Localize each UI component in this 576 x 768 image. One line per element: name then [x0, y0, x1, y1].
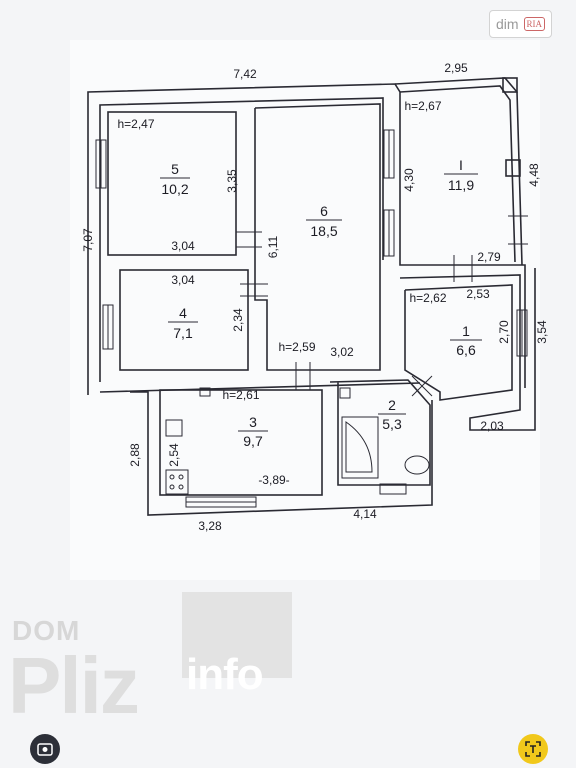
dim-h-balcony: h=2,67	[404, 99, 441, 113]
room-1-area: 6,6	[456, 342, 476, 358]
scan-text-button[interactable]	[518, 734, 548, 764]
room-labels: 5 10,2 6 18,5 I 11,9 4 7,1 1 6,6 3 9,7 2…	[160, 157, 482, 449]
watermark-dom: DOM	[12, 615, 81, 646]
windows	[95, 129, 528, 508]
dim-r6-bottom: 3,02	[330, 345, 354, 359]
dim-r3-bottom: -3,89-	[258, 473, 289, 487]
dim-r3-side: 2,54	[167, 443, 181, 467]
room-5-area: 10,2	[161, 181, 188, 197]
room-6-number: 6	[320, 203, 328, 219]
watermark-pliz: Pliz	[8, 641, 140, 730]
room-I-area: 11,9	[448, 177, 474, 193]
room-3-area: 9,7	[243, 433, 263, 449]
room-4-area: 7,1	[173, 325, 193, 341]
dim-r4-top: 3,04	[171, 273, 195, 287]
dim-bottom-left: 3,28	[198, 519, 222, 533]
dim-balcony-top: 2,95	[444, 61, 468, 75]
ria-logo: RIA	[523, 17, 545, 31]
dim-h-room3: h=2,61	[222, 388, 259, 402]
dim-h-room6: h=2,59	[278, 340, 315, 354]
dim-r1-width: 2,53	[466, 287, 490, 301]
fixtures	[165, 375, 433, 495]
room-4-number: 4	[179, 305, 187, 321]
gallery-button[interactable]	[30, 734, 60, 764]
badge-site: dim	[495, 16, 519, 32]
dim-h-room5: h=2,47	[117, 117, 154, 131]
dim-r1-top: 2,79	[477, 250, 501, 264]
tick-marks	[236, 215, 528, 390]
room-2-number: 2	[388, 397, 396, 413]
dim-bottom-right: 4,14	[353, 507, 377, 521]
room-3-number: 3	[249, 414, 257, 430]
dim-r5-bottom: 3,04	[171, 239, 195, 253]
gallery-icon	[37, 743, 53, 756]
dim-left-outer: 7,07	[81, 228, 95, 252]
dim-balcony-side: 4,48	[527, 163, 541, 187]
room-2-area: 5,3	[382, 416, 402, 432]
dim-r1-outer: 3,54	[535, 320, 549, 344]
watermark-info: info	[186, 650, 264, 699]
dim-left-lower: 2,88	[128, 443, 142, 467]
dimension-labels: 7,42 2,95 h=2,67 h=2,47 3,35 4,30 4,48 7…	[81, 61, 549, 533]
dim-ria-badge: dim RIA	[488, 10, 552, 38]
dim-r4-height: 2,34	[231, 308, 245, 332]
wall-lines	[87, 77, 536, 516]
dim-r6-left: 4,30	[402, 168, 416, 192]
dim-r1-height: 2,70	[497, 320, 511, 344]
dim-h-room1: h=2,62	[409, 291, 446, 305]
dim-top: 7,42	[233, 67, 257, 81]
room-6-area: 18,5	[310, 223, 337, 239]
dim-r5-height: 3,35	[225, 169, 239, 193]
dim-r2-right: 2,03	[480, 419, 504, 433]
room-I-number: I	[459, 157, 463, 173]
dim-r6-height: 6,11	[266, 235, 280, 258]
scan-text-icon	[525, 741, 541, 757]
watermark-box	[182, 592, 292, 678]
room-5-number: 5	[171, 161, 179, 177]
room-1-number: 1	[462, 323, 470, 339]
